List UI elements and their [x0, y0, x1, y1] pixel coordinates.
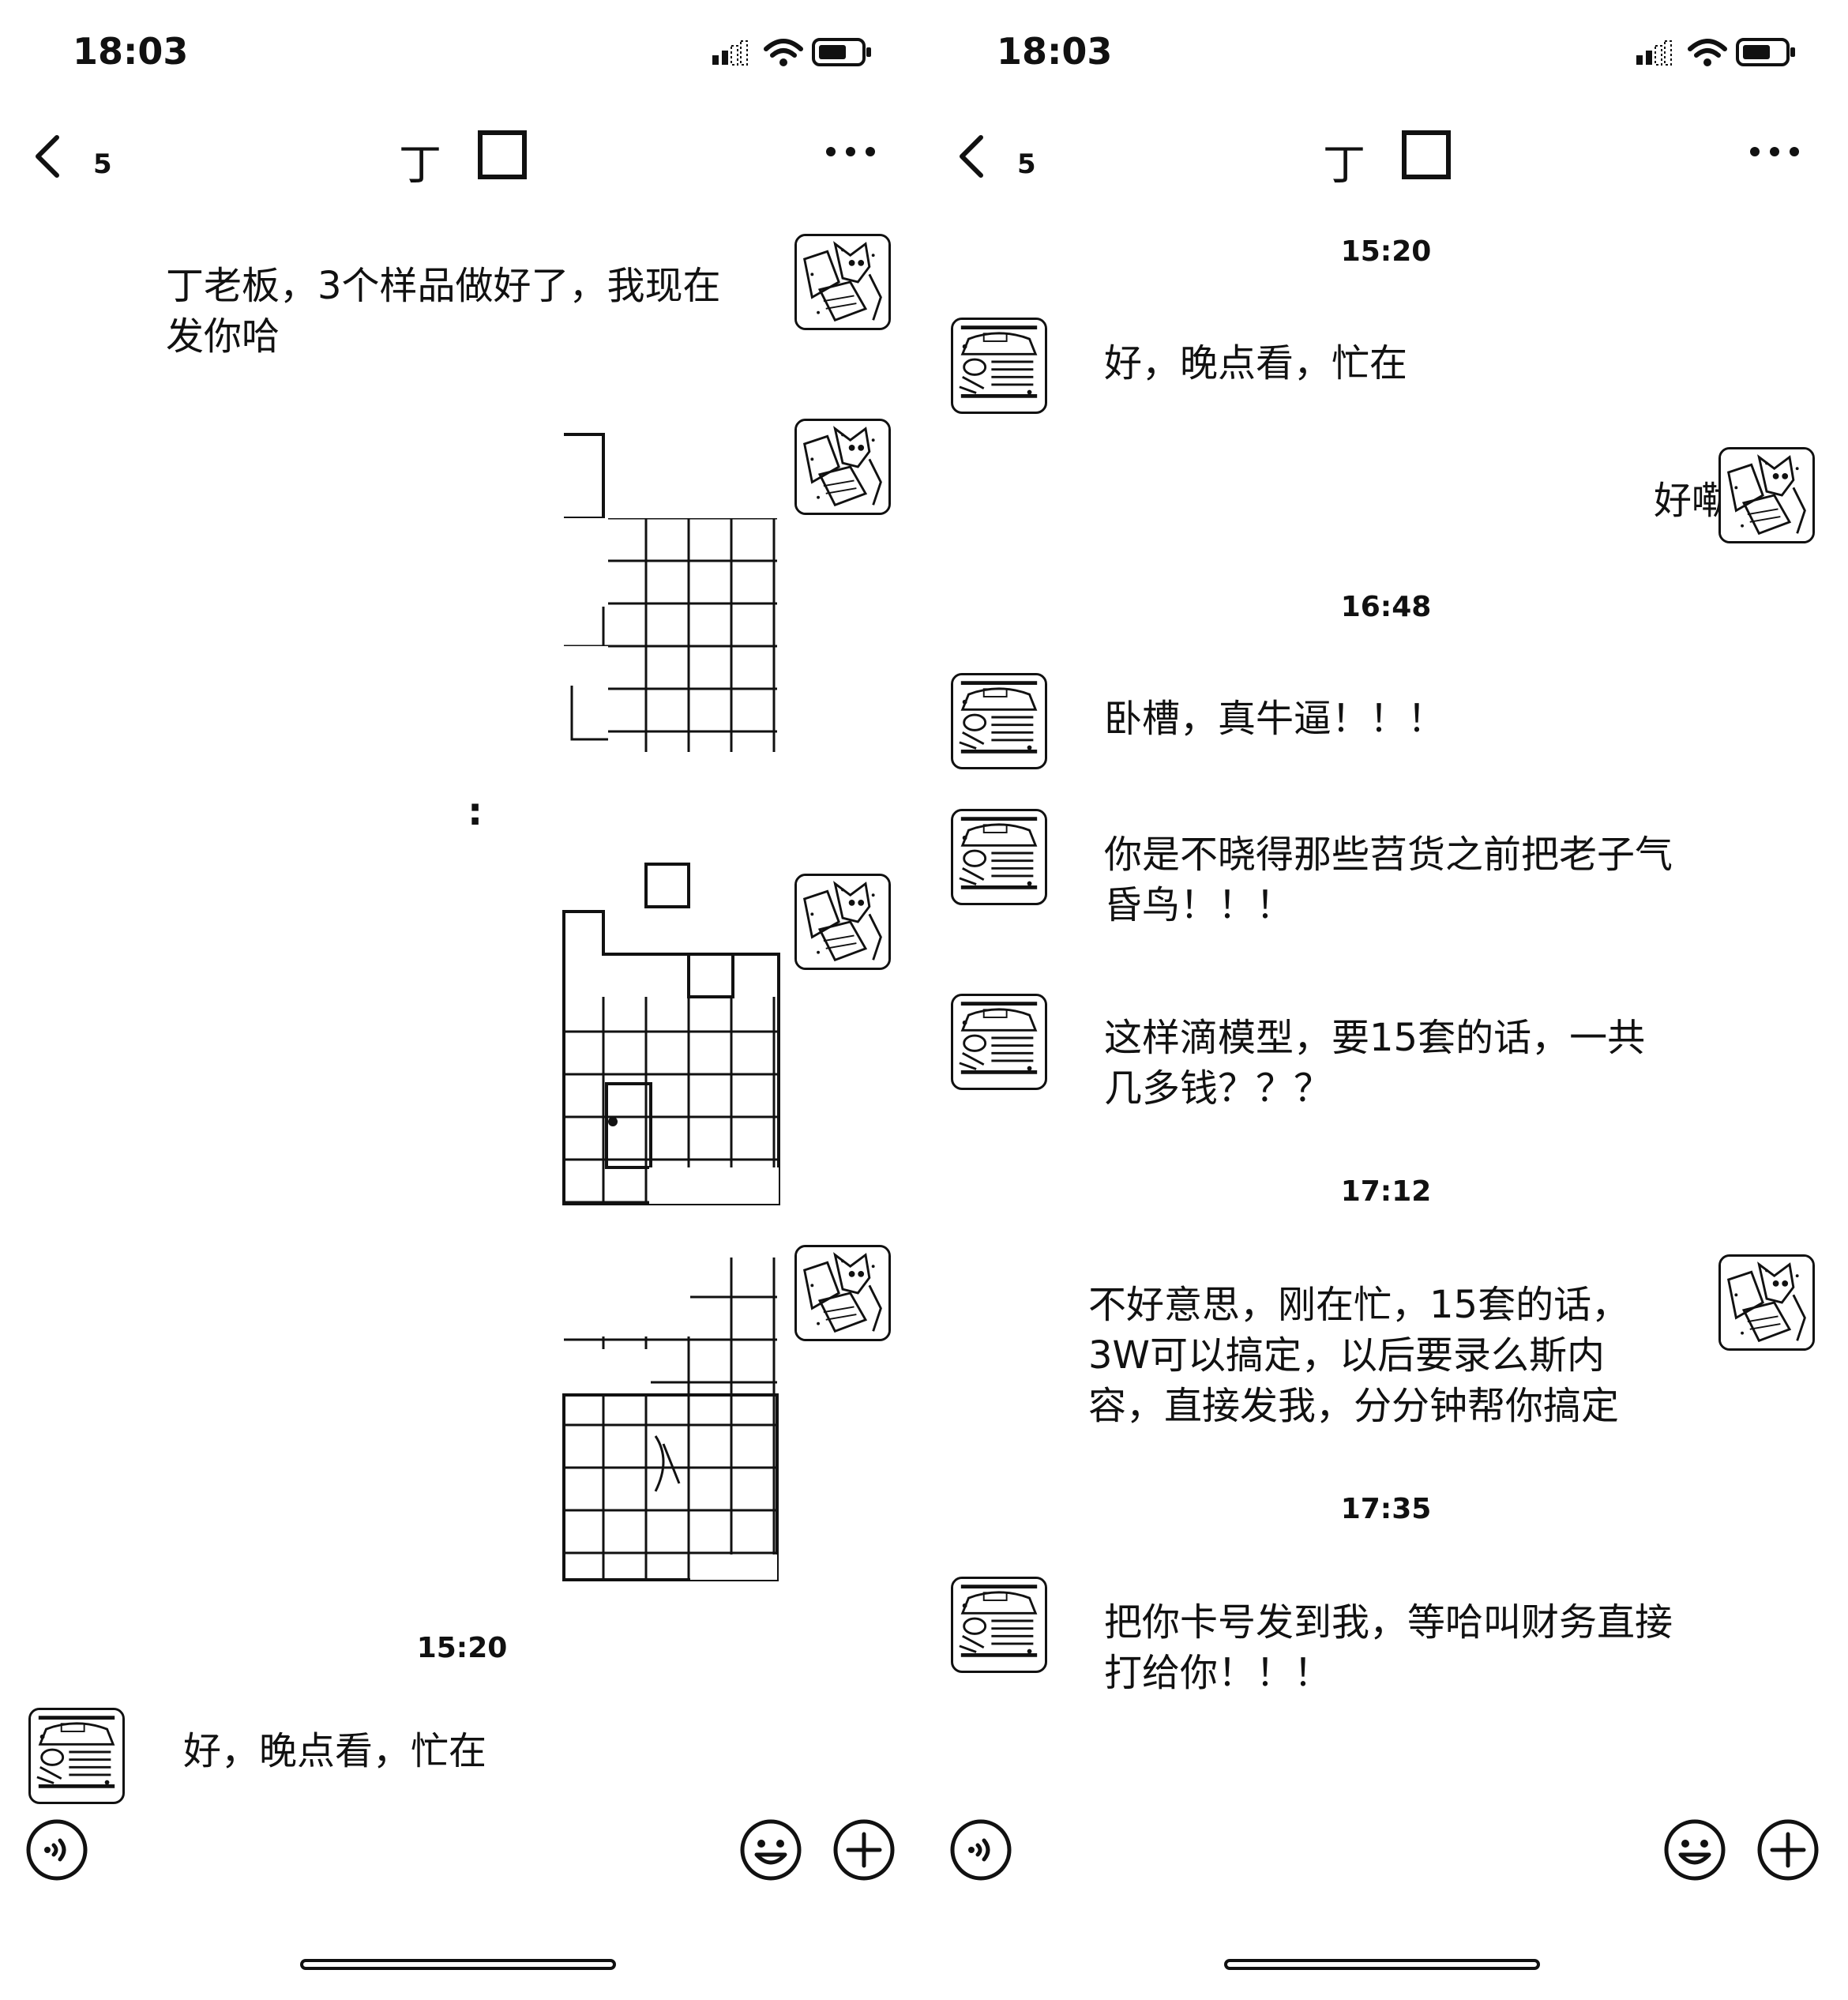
cat-avatar-icon [797, 1247, 888, 1339]
avatar-me[interactable] [794, 419, 891, 515]
car-avatar-icon [953, 811, 1045, 895]
avatar-other[interactable] [951, 809, 1047, 905]
title-redaction-box [1402, 130, 1451, 179]
avatar-other[interactable] [951, 994, 1047, 1090]
back-button[interactable]: 5 [956, 126, 1042, 190]
image-message-2[interactable] [561, 861, 782, 1209]
input-bar [0, 1817, 924, 1896]
cat-avatar-icon [797, 421, 888, 513]
avatar-me[interactable] [1718, 1254, 1815, 1351]
avatar-me[interactable] [1718, 447, 1815, 543]
plus-icon[interactable] [832, 1818, 896, 1882]
status-icons [711, 35, 877, 70]
home-indicator[interactable] [1224, 1959, 1540, 1970]
avatar-other[interactable] [951, 1577, 1047, 1673]
avatar-me[interactable] [794, 234, 891, 330]
input-bar [924, 1817, 1848, 1896]
emoji-icon[interactable] [1663, 1818, 1726, 1882]
message-bubble-other[interactable]: 卧槽，真牛逼！！！ [1104, 697, 1446, 741]
cat-avatar-icon [1721, 1257, 1812, 1348]
chat-title: 丁 [399, 140, 441, 190]
car-avatar-icon [953, 320, 1045, 404]
voice-icon[interactable] [25, 1818, 88, 1882]
chevron-left-icon [956, 133, 987, 180]
timestamp: 17:35 [1340, 1493, 1432, 1525]
status-icons [1635, 35, 1801, 70]
timestamp: 15:20 [416, 1632, 508, 1664]
plus-icon[interactable] [1756, 1818, 1820, 1882]
message-bubble-me[interactable]: 不好意思，刚在忙，15套的话，3W可以搞定，以后要录么斯内容，直接发我，分分钟帮… [1088, 1283, 1630, 1428]
emoji-icon[interactable] [739, 1818, 802, 1882]
title-redaction-box [478, 130, 527, 179]
timestamp: 16:48 [1340, 591, 1432, 623]
unread-count: 5 [93, 148, 112, 180]
unread-count: 5 [1017, 148, 1036, 180]
cat-avatar-icon [797, 236, 888, 328]
voice-icon[interactable] [949, 1818, 1012, 1882]
chevron-left-icon [32, 133, 63, 180]
home-indicator[interactable] [300, 1959, 616, 1970]
status-time: 18:03 [997, 30, 1113, 73]
avatar-other[interactable] [28, 1708, 125, 1804]
message-bubble-other[interactable]: 好，晚点看，忙在 [183, 1729, 487, 1773]
avatar-other[interactable] [951, 673, 1047, 769]
cat-avatar-icon [1721, 449, 1812, 541]
image-message-1[interactable] [561, 433, 782, 757]
avatar-other[interactable] [951, 318, 1047, 414]
status-bar: 18:03 [924, 0, 1848, 103]
message-bubble-me[interactable]: 丁老板，3个样品做好了，我现在发你哈 [166, 264, 721, 359]
chat-title: 丁 [1323, 140, 1365, 190]
status-time: 18:03 [73, 30, 189, 73]
message-bubble-other[interactable]: 把你卡号发到我，等哈叫财务直接打给你！！！ [1104, 1600, 1673, 1695]
message-bubble-me[interactable]: 好嘞 [1653, 479, 1730, 523]
message-bubble-other[interactable]: 这样滴模型，要15套的话，一共几多钱？？？ [1104, 1016, 1646, 1111]
car-avatar-icon [953, 996, 1045, 1080]
back-button[interactable]: 5 [32, 126, 118, 190]
more-dots-icon[interactable] [823, 136, 878, 167]
chat-header: 5 丁 [924, 111, 1848, 205]
message-bubble-other[interactable]: 好，晚点看，忙在 [1104, 341, 1408, 385]
image-message-3[interactable] [561, 1254, 782, 1583]
avatar-me[interactable] [794, 874, 891, 970]
timestamp: 17:12 [1340, 1175, 1432, 1208]
cat-avatar-icon [797, 876, 888, 968]
chat-header: 5 丁 [0, 111, 924, 205]
timestamp: 15:20 [1340, 235, 1432, 268]
more-dots-icon[interactable] [1747, 136, 1802, 167]
car-avatar-icon [953, 675, 1045, 759]
status-bar: 18:03 [0, 0, 924, 103]
chat-screen-left: 18:03 5 丁 丁老板，3个样品做好了，我现在发你哈 : [0, 0, 924, 1970]
message-bubble-other[interactable]: 你是不晓得那些苕货之前把老子气昏鸟！！！ [1104, 833, 1673, 927]
system-text: : [468, 790, 483, 834]
chat-screen-right: 18:03 5 丁 15:20 好，晚点看，忙在 好嘞 16:48 卧槽，真牛逼… [924, 0, 1848, 2000]
avatar-me[interactable] [794, 1245, 891, 1341]
car-avatar-icon [953, 1579, 1045, 1663]
car-avatar-icon [31, 1710, 122, 1794]
